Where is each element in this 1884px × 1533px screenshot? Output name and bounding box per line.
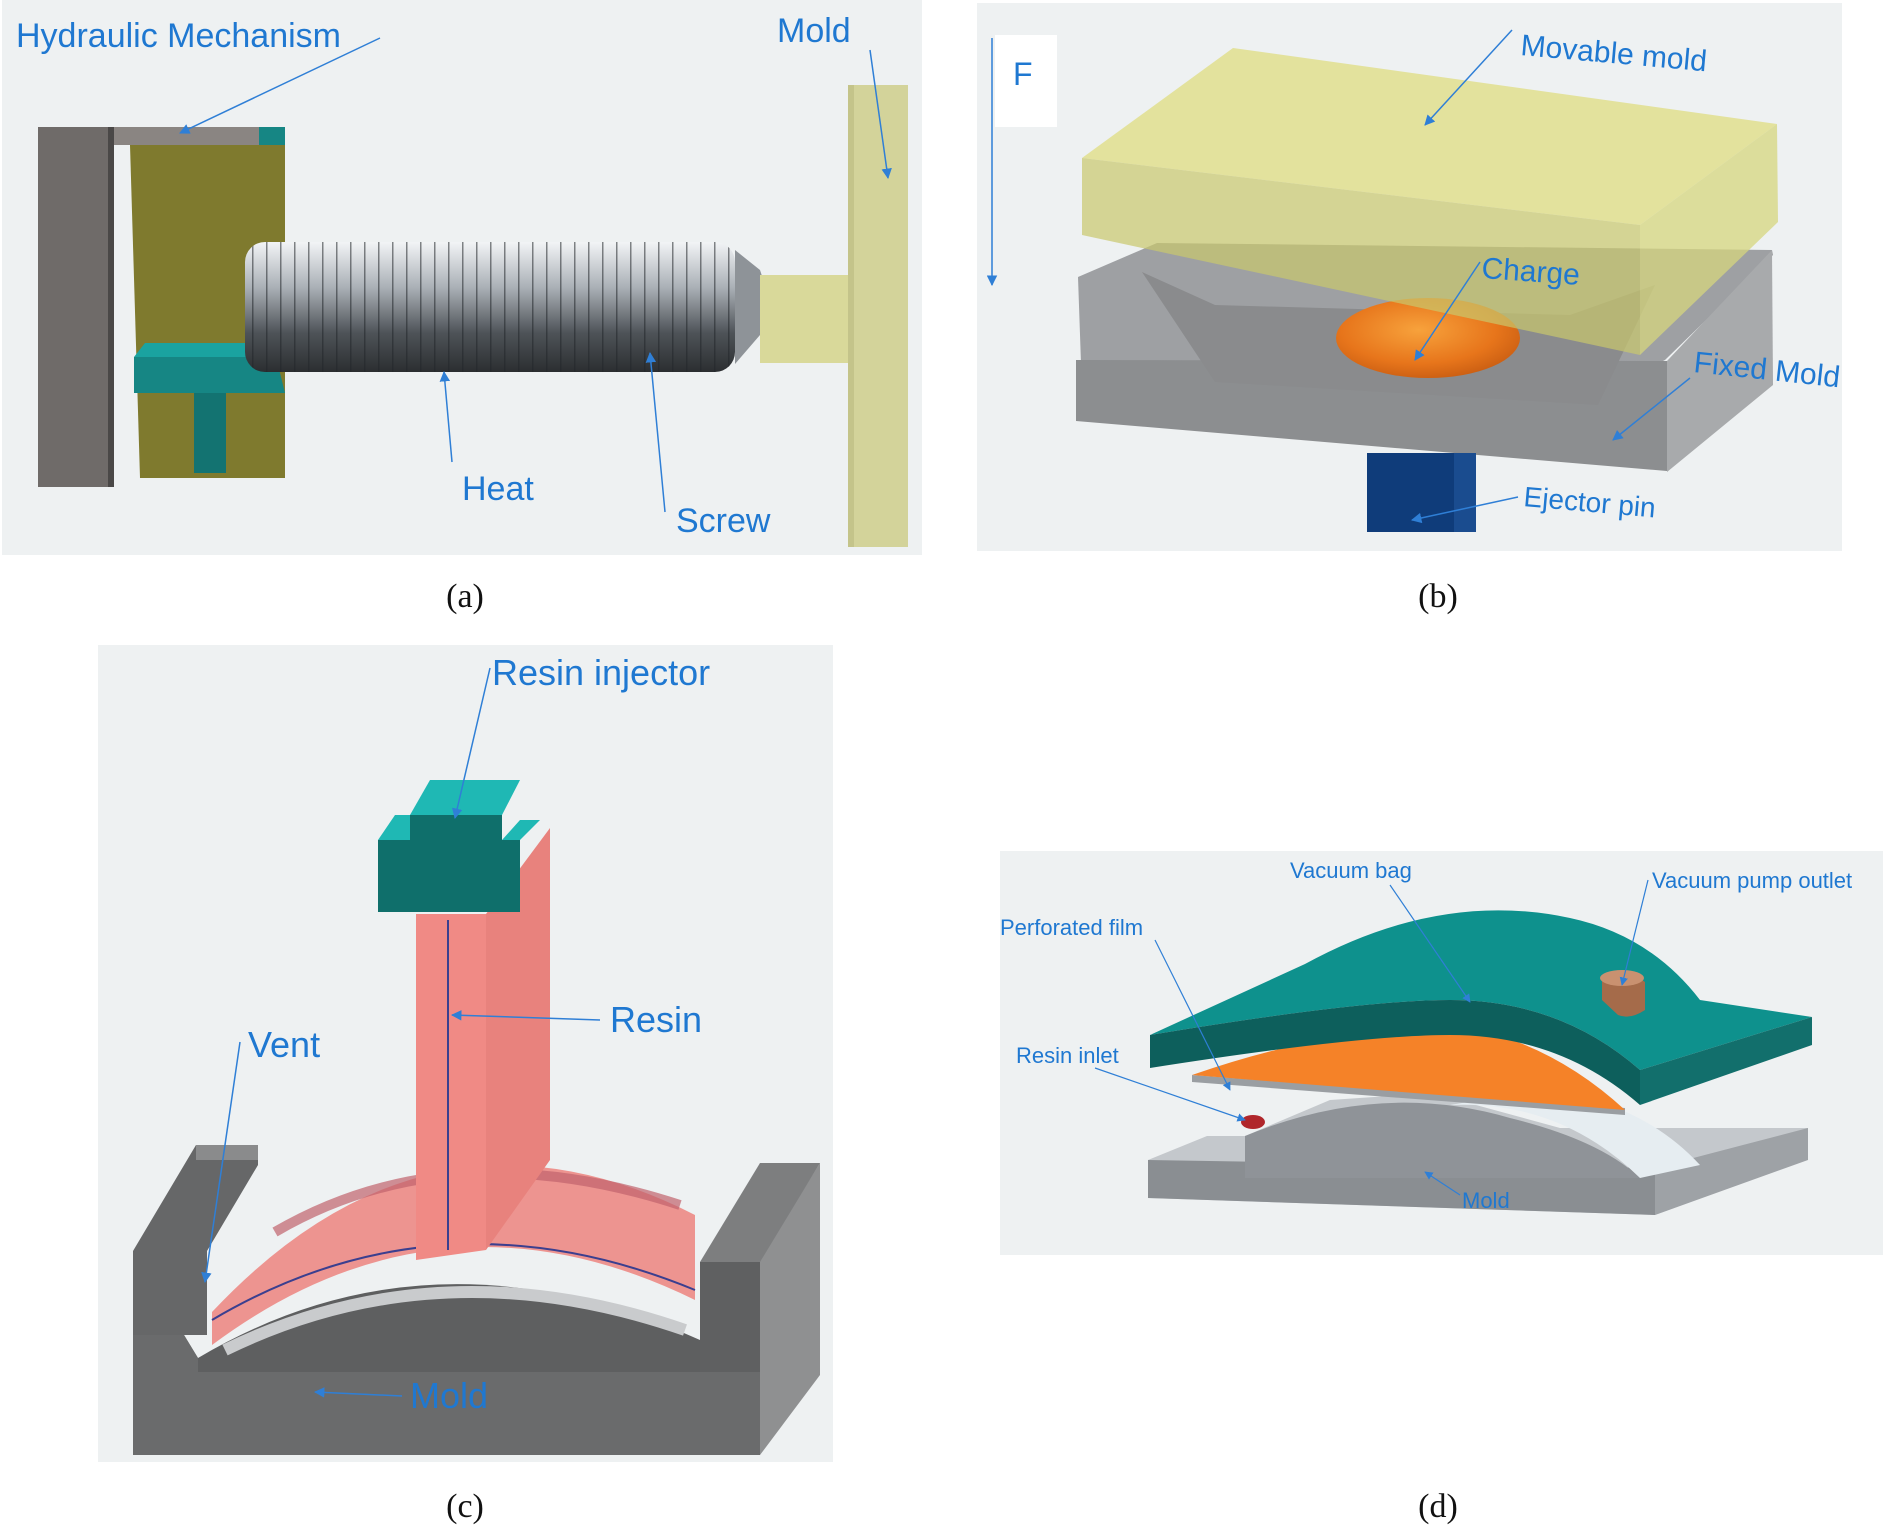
- label-hydraulic-mechanism: Hydraulic Mechanism: [16, 17, 341, 55]
- arrow-mold-c: [313, 1387, 403, 1398]
- mold-base-front: [133, 1251, 760, 1455]
- label-vent: Vent: [248, 1024, 320, 1065]
- caption-b: (b): [1418, 578, 1458, 615]
- label-mold-a: Mold: [777, 12, 851, 50]
- movable-mold-top: [1082, 48, 1777, 225]
- mold-right-wall: [700, 1163, 820, 1262]
- arrow-movable-mold: [1424, 29, 1513, 126]
- label-movable-mold: Movable mold: [1519, 29, 1708, 78]
- vacuum-bag-front: [1150, 1000, 1640, 1105]
- label-heat: Heat: [462, 470, 534, 508]
- arrow-fixed-mold: [1612, 377, 1691, 441]
- hydraulic-piston: [134, 357, 285, 393]
- caption-c: (c): [446, 1488, 484, 1525]
- arrow-hydraulic: [179, 37, 381, 134]
- label-vacuum-pump-outlet: Vacuum pump outlet: [1652, 868, 1852, 893]
- label-mold-d: Mold: [1462, 1188, 1510, 1213]
- arrow-charge: [1414, 261, 1481, 361]
- fixed-mold-side: [1667, 250, 1773, 472]
- label-resin-inlet: Resin inlet: [1016, 1043, 1119, 1068]
- label-mold-c: Mold: [410, 1375, 488, 1416]
- panel-a-diagram: Hydraulic Mechanism Mold Heat Screw: [16, 12, 908, 547]
- label-force: F: [1013, 56, 1033, 92]
- arrow-mold-d: [1424, 1171, 1461, 1196]
- resin-channel: [416, 914, 486, 1260]
- vacuum-bag-top: [1150, 910, 1812, 1070]
- arrow-resin-injector: [452, 667, 491, 820]
- label-perforated-film: Perforated film: [1000, 915, 1143, 940]
- movable-mold-side: [1640, 124, 1778, 355]
- arrow-resin-inlet: [1094, 1067, 1246, 1122]
- arrow-resin: [450, 1010, 601, 1021]
- movable-mold-front: [1082, 158, 1640, 355]
- label-resin-injector: Resin injector: [492, 652, 710, 693]
- resin-shell: [212, 1165, 695, 1345]
- perforated-film: [1192, 1075, 1625, 1115]
- nozzle: [760, 275, 852, 363]
- caption-a: (a): [446, 578, 484, 615]
- arrow-vacuum-pump-outlet: [1619, 879, 1649, 986]
- arrow-vent: [201, 1041, 241, 1284]
- panel-c-diagram: Resin injector Resin Vent Mold: [133, 652, 820, 1455]
- mold-dome-d: [1245, 1102, 1640, 1178]
- hydraulic-plate: [38, 127, 108, 487]
- mold-plate-a: [848, 85, 908, 547]
- arrow-screw: [645, 351, 666, 513]
- panel-b-diagram: F Movable mold Charge Fixed Mold Ejector…: [986, 29, 1842, 532]
- resin-inlet: [1241, 1115, 1265, 1129]
- label-screw: Screw: [676, 502, 771, 540]
- arrow-heat: [439, 370, 453, 463]
- arrow-ejector-pin: [1410, 496, 1519, 524]
- label-resin: Resin: [610, 999, 702, 1040]
- arrow-vacuum-bag: [1389, 884, 1471, 1003]
- label-vacuum-bag: Vacuum bag: [1290, 858, 1412, 883]
- arrow-mold-a: [869, 49, 892, 180]
- force-label-box: [995, 35, 1057, 127]
- ejector-pin: [1367, 453, 1454, 532]
- caption-d: (d): [1418, 1488, 1458, 1525]
- arrow-perforated-film: [1154, 939, 1231, 1091]
- label-charge: Charge: [1481, 252, 1581, 292]
- resin-layer: [1192, 1028, 1625, 1110]
- hydraulic-housing: [130, 145, 285, 478]
- label-ejector-pin: Ejector pin: [1522, 481, 1656, 523]
- panel-d-diagram: Vacuum bag Vacuum pump outlet Perforated…: [1000, 858, 1852, 1215]
- mold-left-wall: [133, 1145, 258, 1335]
